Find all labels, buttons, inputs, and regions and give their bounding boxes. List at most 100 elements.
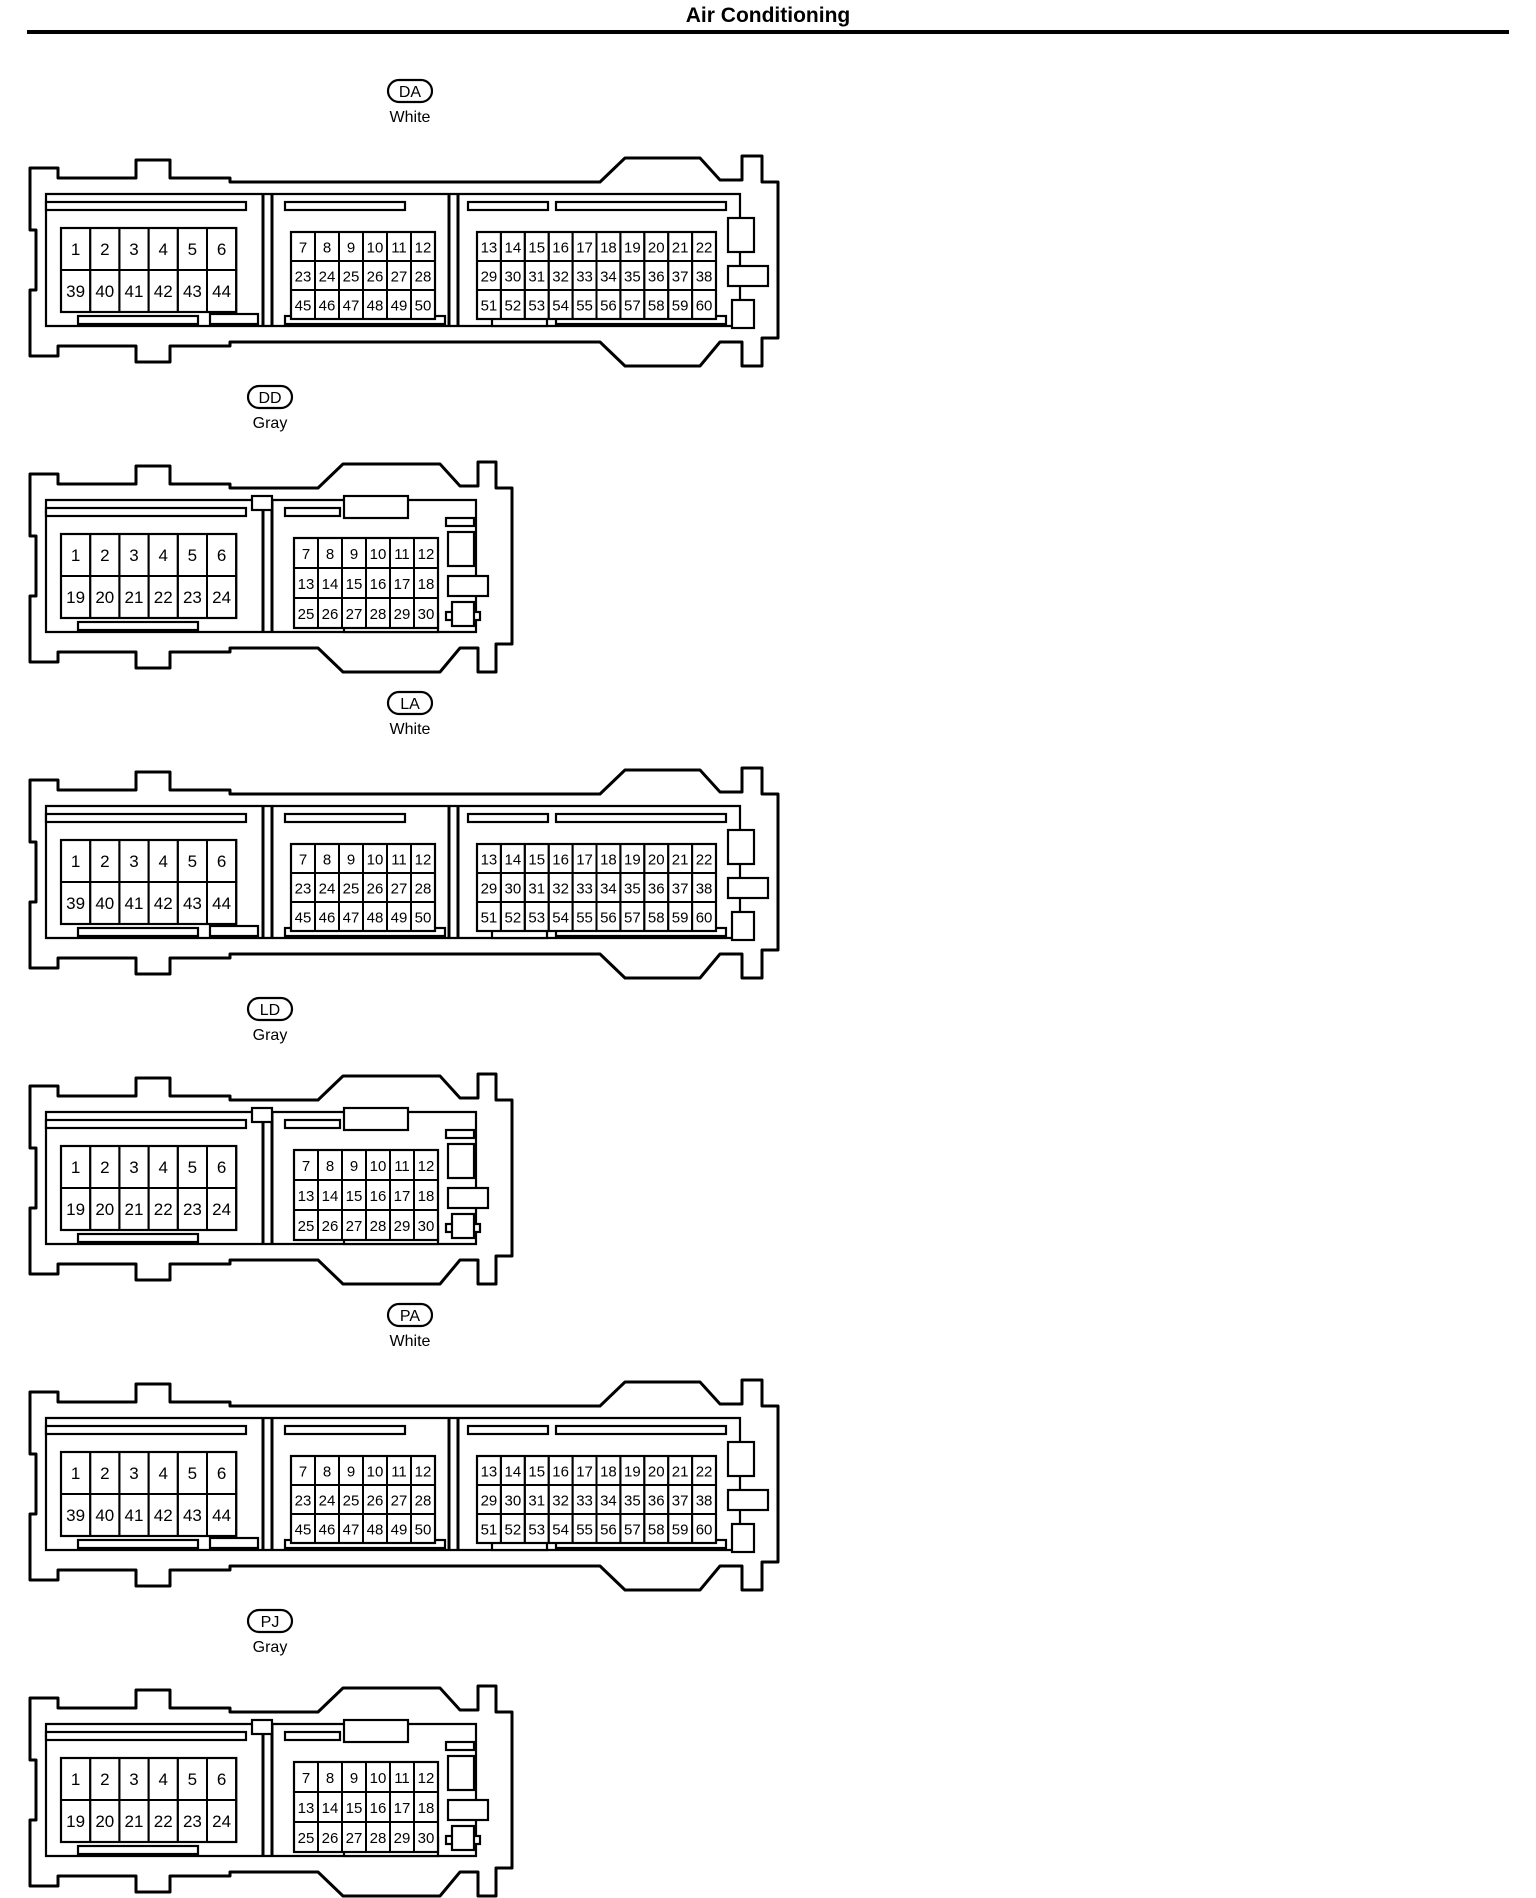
pin-number: 24 <box>319 269 336 286</box>
pin-number: 51 <box>481 298 498 315</box>
pin-number: 11 <box>391 1464 407 1481</box>
pin-number: 14 <box>322 1188 339 1205</box>
connector-inner-outline <box>44 498 478 634</box>
key-slot <box>76 1844 200 1856</box>
latch-slot <box>446 574 490 598</box>
connector-code: LD <box>260 1002 280 1019</box>
pin-number: 19 <box>66 1812 85 1831</box>
pin-number: 39 <box>66 894 85 913</box>
key-slot <box>283 812 407 824</box>
pin-number: 17 <box>394 1800 411 1817</box>
pin-number: 11 <box>394 1158 410 1175</box>
latch-slot <box>446 1754 476 1792</box>
pin-number: 22 <box>154 588 173 607</box>
latch-slot <box>446 1798 490 1822</box>
pin-number: 25 <box>298 1218 315 1235</box>
pin-number: 59 <box>672 910 689 927</box>
pin-number: 5 <box>188 546 197 565</box>
key-slot <box>250 1106 274 1124</box>
pin-number: 42 <box>154 894 173 913</box>
pin-number: 13 <box>481 1464 498 1481</box>
pin-number: 14 <box>505 1464 522 1481</box>
pin-number: 3 <box>129 1158 138 1177</box>
pin-number: 4 <box>158 546 167 565</box>
latch-slot <box>446 530 476 568</box>
pin-number: 10 <box>367 240 384 257</box>
pin-number: 31 <box>528 269 545 286</box>
pin-number: 1 <box>71 1464 80 1483</box>
pin-number: 11 <box>394 1770 410 1787</box>
pin-number: 54 <box>552 1522 569 1539</box>
pin-number: 19 <box>66 588 85 607</box>
pin-number: 50 <box>415 298 432 315</box>
key-slot <box>250 1718 274 1736</box>
pin-number: 12 <box>418 1158 435 1175</box>
latch-slot <box>726 876 770 900</box>
pin-number: 31 <box>528 1493 545 1510</box>
pin-number: 14 <box>322 1800 339 1817</box>
pin-number: 23 <box>295 1493 312 1510</box>
pin-number: 3 <box>129 1464 138 1483</box>
pin-number: 20 <box>648 1464 665 1481</box>
pin-number: 34 <box>600 881 617 898</box>
pin-number: 30 <box>505 1493 522 1510</box>
pin-number: 3 <box>129 1770 138 1789</box>
connector-code-badge <box>246 1608 294 1634</box>
pin-cell <box>410 1513 436 1544</box>
pin-number: 1 <box>71 240 80 259</box>
pin-number: 10 <box>370 546 387 563</box>
pin-number: 48 <box>367 1522 384 1539</box>
key-slot <box>283 1118 342 1130</box>
connector-body <box>28 460 514 674</box>
pin-number: 43 <box>183 894 202 913</box>
pin-number: 27 <box>346 606 363 623</box>
pin-number: 9 <box>350 1770 358 1787</box>
pin-number: 16 <box>370 576 387 593</box>
pin-number: 37 <box>672 881 689 898</box>
pin-number: 53 <box>528 298 545 315</box>
pin-number: 43 <box>183 282 202 301</box>
pin-number: 34 <box>600 1493 617 1510</box>
pin-cell <box>413 1821 439 1853</box>
pin-number: 57 <box>624 1522 641 1539</box>
connector-body <box>28 154 780 368</box>
pin-number: 14 <box>505 852 522 869</box>
pin-number: 47 <box>343 298 360 315</box>
pin-number: 6 <box>217 1464 226 1483</box>
pin-number: 17 <box>576 1464 593 1481</box>
pin-number: 23 <box>183 1200 202 1219</box>
key-slot <box>44 1118 248 1130</box>
pin-number: 7 <box>299 1464 307 1481</box>
pin-number: 29 <box>394 1218 411 1235</box>
key-slot <box>44 1424 248 1436</box>
pin-number: 29 <box>481 269 498 286</box>
pin-number: 6 <box>217 546 226 565</box>
pin-number: 15 <box>528 240 545 257</box>
pin-number: 25 <box>298 1830 315 1847</box>
pin-number: 25 <box>343 269 360 286</box>
pin-number: 49 <box>391 1522 408 1539</box>
key-slot <box>444 1128 476 1140</box>
pin-number: 20 <box>95 1812 114 1831</box>
pin-number: 21 <box>125 1812 144 1831</box>
connector-body <box>28 1378 780 1592</box>
pin-number: 36 <box>648 269 665 286</box>
key-slot <box>554 200 728 212</box>
pin-number: 10 <box>367 1464 384 1481</box>
pin-number: 56 <box>600 298 617 315</box>
pin-number: 7 <box>302 1158 310 1175</box>
connector-code-badge <box>246 384 294 410</box>
pin-number: 33 <box>576 881 593 898</box>
pin-number: 35 <box>624 1493 641 1510</box>
key-slot <box>444 1740 476 1752</box>
pin-number: 8 <box>326 1158 334 1175</box>
pin-number: 29 <box>481 881 498 898</box>
latch-slot <box>450 1824 476 1852</box>
connector-color: Gray <box>253 1639 288 1656</box>
pin-number: 40 <box>95 282 114 301</box>
pin-number: 2 <box>100 1158 109 1177</box>
pin-number: 13 <box>298 1188 315 1205</box>
